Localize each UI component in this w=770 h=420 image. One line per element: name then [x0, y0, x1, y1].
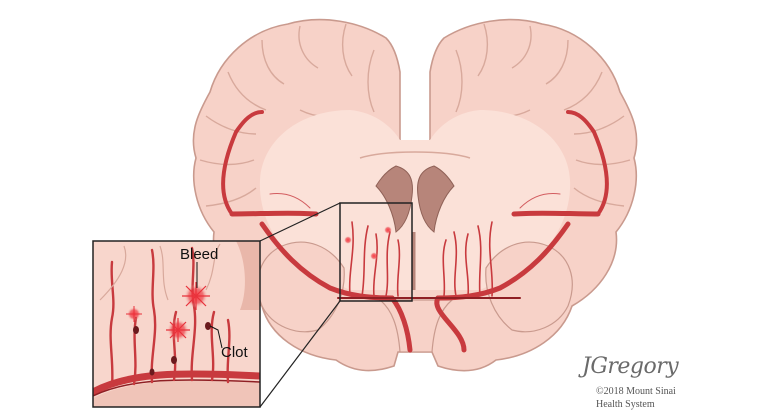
artist-signature: JGregory	[582, 354, 679, 379]
zoom-connectors	[259, 202, 341, 408]
bleed-label: Bleed	[180, 246, 219, 263]
zoom-source-box	[339, 202, 413, 302]
copyright-line-2: Health System	[596, 399, 655, 410]
inset-vessels	[109, 246, 231, 388]
white-matter	[259, 110, 571, 290]
brain-section	[192, 18, 638, 372]
copyright-line-1: ©2018 Mount Sinai	[596, 386, 676, 397]
source-bleeds	[344, 226, 392, 260]
right-temporal-lobe	[485, 241, 573, 333]
arteries	[221, 110, 609, 353]
inset-clots	[133, 322, 211, 376]
right-ventricle	[417, 165, 455, 233]
left-ventricle	[375, 165, 413, 233]
inset-fine-vessels	[99, 243, 221, 301]
leader-lines	[196, 262, 223, 349]
clot-label: Clot	[221, 344, 248, 361]
brainstem	[378, 299, 454, 353]
inset-bleeds	[126, 282, 210, 342]
magnified-inset	[92, 240, 261, 408]
inset-border	[92, 240, 261, 408]
left-temporal-lobe	[257, 241, 345, 333]
